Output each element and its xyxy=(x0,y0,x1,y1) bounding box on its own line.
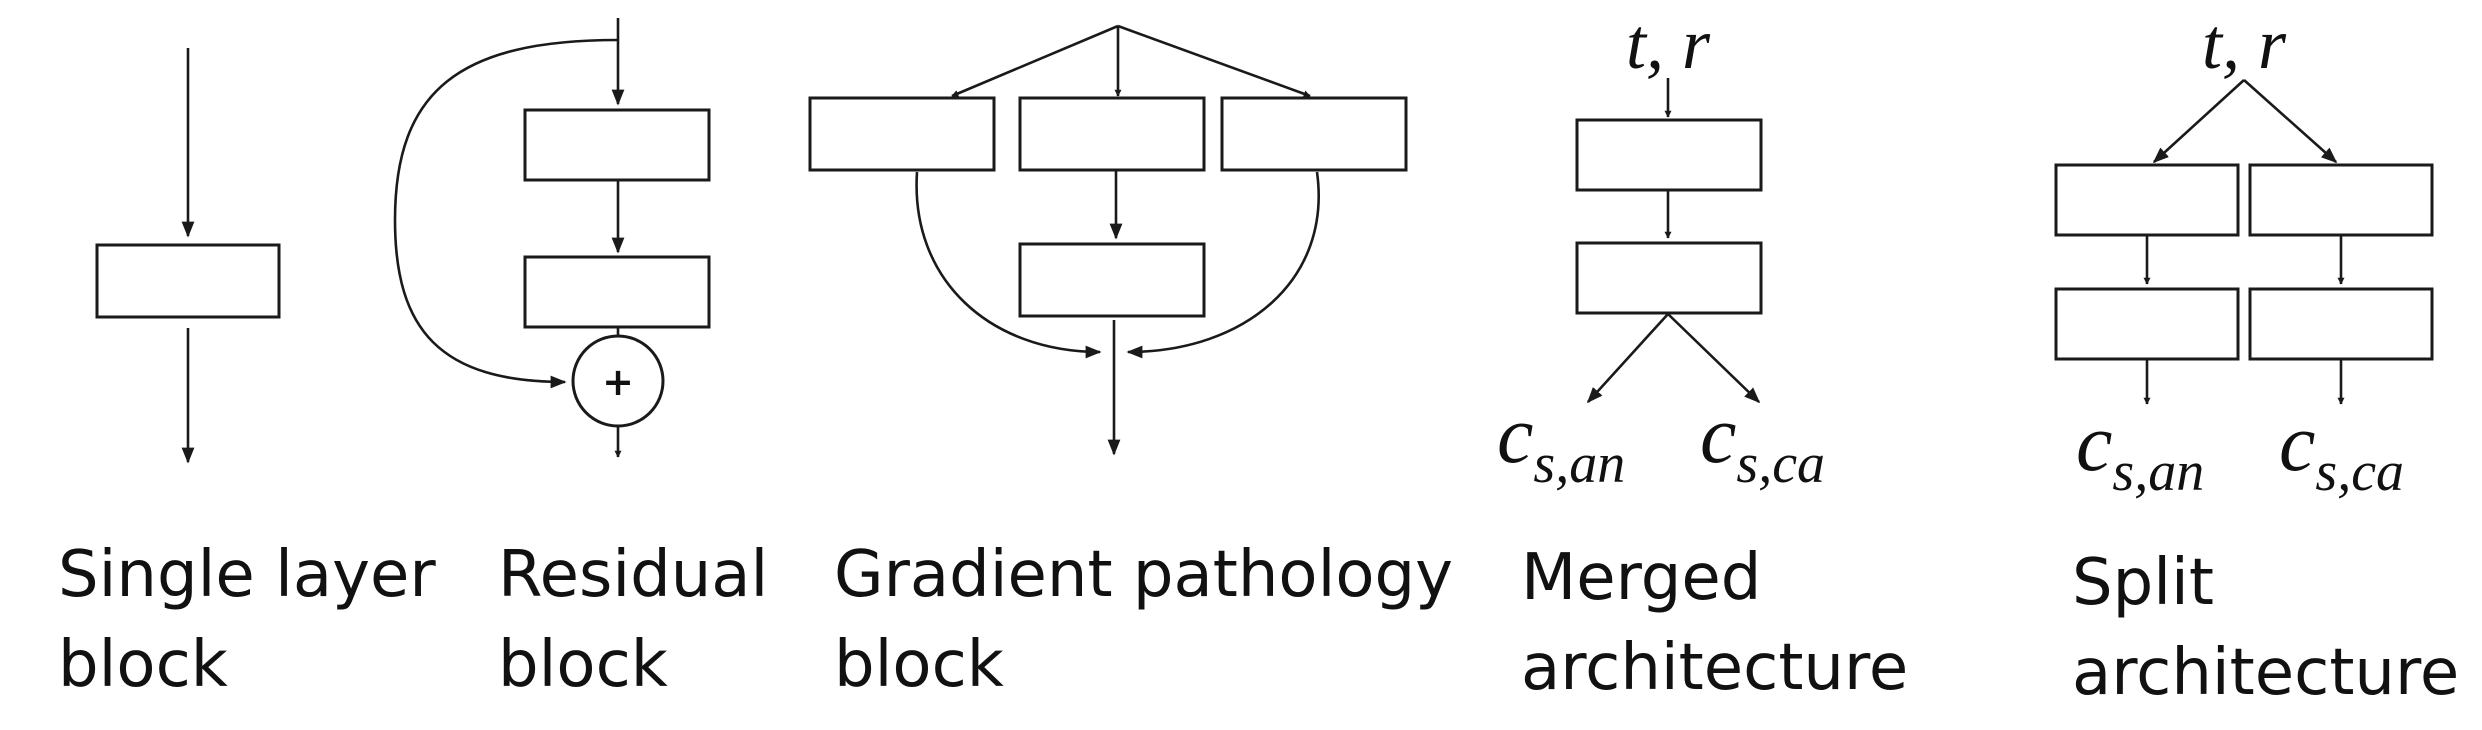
merge-curve-right xyxy=(1126,171,1320,359)
branch-box-left xyxy=(808,96,996,172)
output-label-ca: cs,ca xyxy=(2279,397,2404,503)
output-ca-sub: s,ca xyxy=(2315,441,2404,503)
left-box-1 xyxy=(2054,163,2240,237)
layer-box-1 xyxy=(1575,118,1763,192)
output-an-sub: s,an xyxy=(1533,433,1625,495)
output-an-base: c xyxy=(1497,389,1533,480)
caption-split-architecture: Split architecture xyxy=(2072,538,2459,718)
skip-connection-arrow xyxy=(393,38,619,389)
output-an-base: c xyxy=(2076,397,2112,488)
gradient-pathology-diagram xyxy=(808,24,1408,456)
caption-line-1: Split xyxy=(2072,546,2214,620)
caption-residual-block: Residual block xyxy=(498,530,768,710)
sum-symbol: + xyxy=(602,360,634,404)
input-label: t, r xyxy=(1626,4,1711,84)
right-box-1 xyxy=(2248,163,2434,237)
split-architecture-diagram: t, r cs,an cs,ca xyxy=(2054,4,2434,503)
input-label: t, r xyxy=(2202,4,2287,84)
caption-line-2: block xyxy=(58,628,228,702)
output-label-an: cs,an xyxy=(2076,397,2204,503)
layer-box xyxy=(95,243,281,319)
left-box-2 xyxy=(2054,287,2240,361)
merged-architecture-diagram: t, r cs,an cs,ca xyxy=(1497,4,1825,495)
caption-line-1: Merged xyxy=(1521,541,1762,615)
output-an-sub: s,an xyxy=(2112,441,2204,503)
output-ca-sub: s,ca xyxy=(1736,433,1825,495)
output-ca-base: c xyxy=(2279,397,2315,488)
caption-line-2: architecture xyxy=(1521,631,1909,705)
residual-diagram: + xyxy=(393,18,711,458)
caption-merged-architecture: Merged architecture xyxy=(1521,533,1908,713)
single-layer-diagram xyxy=(95,48,281,464)
layer-box-2 xyxy=(523,255,711,329)
caption-gradient-pathology-block: Gradient pathology block xyxy=(834,530,1453,710)
output-ca-base: c xyxy=(1700,389,1736,480)
output-label-an: cs,an xyxy=(1497,389,1625,495)
split-arrow-right xyxy=(2243,79,2338,164)
layer-box-2 xyxy=(1575,241,1763,315)
layer-box-1 xyxy=(523,108,711,182)
split-arrow-left xyxy=(951,24,1119,98)
merge-curve-left xyxy=(915,171,1102,359)
caption-line-2: block xyxy=(834,628,1004,702)
caption-line-1: Residual xyxy=(498,538,769,612)
output-label-ca: cs,ca xyxy=(1700,389,1825,495)
output-arrow-ca xyxy=(1667,313,1761,404)
split-arrow-right xyxy=(1117,24,1311,98)
branch-box-center xyxy=(1018,96,1206,172)
center-box xyxy=(1018,242,1206,318)
branch-box-right xyxy=(1220,96,1408,172)
split-arrow-left xyxy=(2152,79,2245,164)
caption-single-layer-block: Single layer block xyxy=(58,530,436,710)
output-arrow-an xyxy=(1586,313,1669,404)
caption-line-1: Gradient pathology xyxy=(834,538,1453,612)
caption-line-2: block xyxy=(498,628,668,702)
caption-line-2: architecture xyxy=(2072,636,2460,710)
right-box-2 xyxy=(2248,287,2434,361)
caption-line-1: Single layer xyxy=(58,538,436,612)
